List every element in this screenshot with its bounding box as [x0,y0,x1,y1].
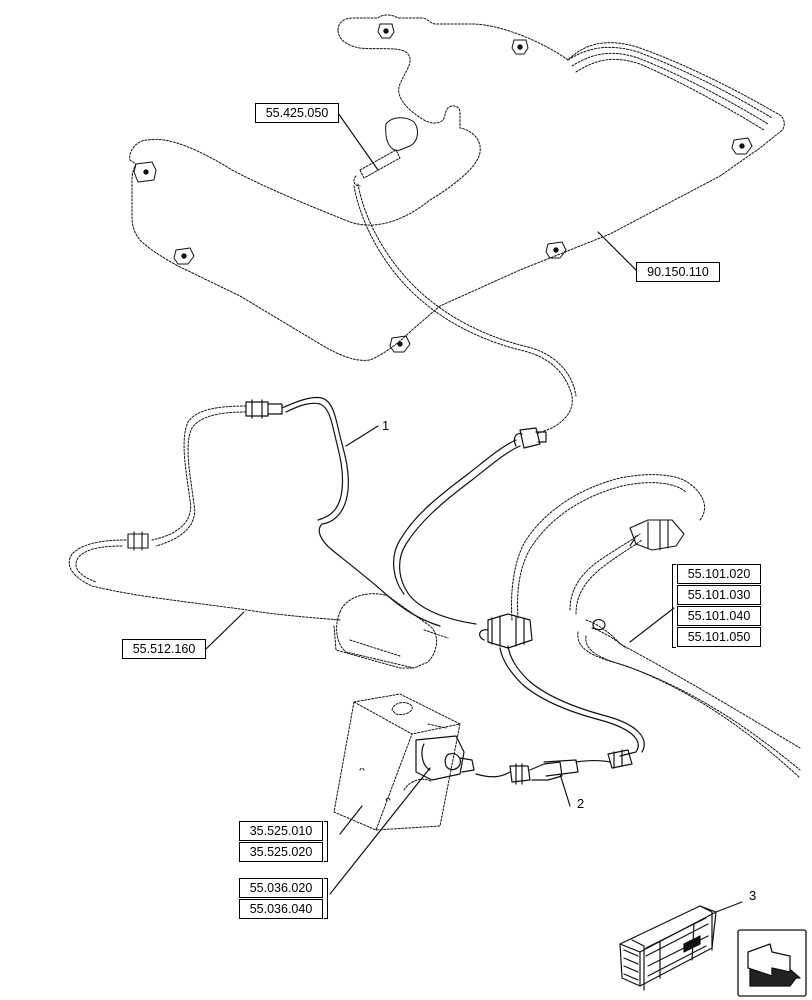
item-callout-2[interactable]: 2 [577,796,585,811]
panel-clips [133,23,753,353]
item-callout-3[interactable]: 3 [749,888,757,903]
ref-label-55-425-050[interactable]: 55.425.050 [255,103,339,123]
ref-label-55-036-020[interactable]: 55.036.020 [239,878,323,898]
harness-1-solid [245,396,547,627]
ref-label-35-525-020[interactable]: 35.525.020 [239,842,323,862]
ref-label-55-101-020[interactable]: 55.101.020 [677,564,761,584]
ref-label-35-525-010[interactable]: 35.525.010 [239,821,323,841]
kit-box [619,905,717,991]
harness-2 [475,749,633,785]
ref-label-90-150-110[interactable]: 90.150.110 [636,262,720,282]
right-harness-connector [592,519,685,631]
foot-pedal [333,593,449,669]
control-block-valve [415,735,475,781]
ref-label-55-101-050[interactable]: 55.101.050 [677,627,761,647]
top-harness-wire [353,183,577,435]
ref-label-55-101-030[interactable]: 55.101.030 [677,585,761,605]
top-connector-part [353,117,418,187]
right-harness [511,474,801,779]
ref-label-55-101-040[interactable]: 55.101.040 [677,606,761,626]
cab-floor-panel [129,14,785,361]
ref-label-55-036-040[interactable]: 55.036.040 [239,899,323,919]
ref-group-bracket-55-101 [672,564,676,648]
harness-1-dashed [68,405,341,621]
inline-connector-left [127,531,149,551]
ref-label-55-512-160[interactable]: 55.512.160 [122,639,206,659]
arrow-icon[interactable] [737,929,807,997]
control-block [333,693,461,831]
ref-group-bracket-35-525 [324,821,328,862]
ref-group-bracket-55-036 [324,878,328,919]
leader-lines [205,112,743,913]
middle-connector [479,613,645,757]
item-callout-1[interactable]: 1 [382,418,390,433]
